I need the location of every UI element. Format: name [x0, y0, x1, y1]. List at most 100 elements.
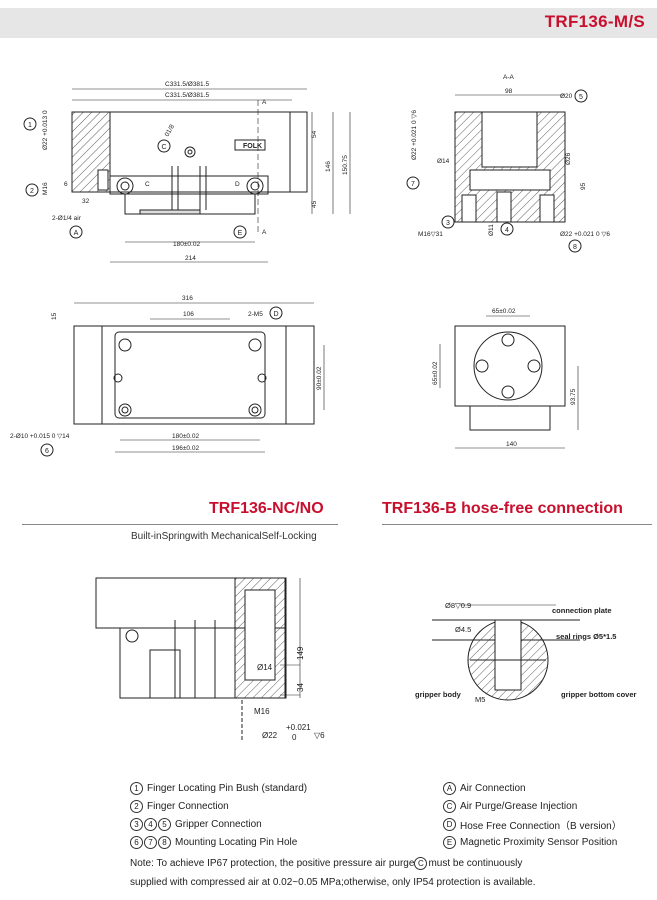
svg-text:3: 3	[446, 220, 450, 227]
drawing-plan-view	[73, 302, 325, 453]
drawing-front-view	[71, 88, 351, 263]
svg-text:65±0.02: 65±0.02	[432, 361, 439, 385]
legend-item: 3 4 5 Gripper Connection	[130, 815, 307, 833]
svg-text:connection plate: connection plate	[552, 606, 612, 615]
legend-item: 6 7 8 Mounting Locating Pin Hole	[130, 833, 307, 851]
legend-text: Air Purge/Grease Injection	[460, 800, 578, 812]
section-title-nc-no: TRF136-NC/NO	[209, 500, 324, 517]
svg-text:45: 45	[311, 200, 318, 208]
svg-text:140: 140	[506, 441, 517, 448]
callout-mark: D	[443, 817, 456, 831]
svg-text:5: 5	[579, 94, 583, 101]
legend-right: A Air Connection C Air Purge/Grease Inje…	[443, 779, 622, 851]
section-subtitle-nc-no: Built-inSpringwith MechanicalSelf-Lockin…	[131, 531, 317, 542]
note-text-2: must be continuously	[428, 858, 523, 870]
svg-text:180±0.02: 180±0.02	[173, 241, 200, 248]
svg-text:65±0.02: 65±0.02	[492, 308, 516, 315]
legend-item: D Hose Free Connection（B version）	[443, 815, 622, 833]
svg-text:Ø22 +0.021 0 ▽6: Ø22 +0.021 0 ▽6	[411, 110, 418, 160]
svg-text:32: 32	[82, 198, 90, 205]
callout-mark: 8	[158, 835, 171, 849]
drawing-hose-free	[432, 604, 580, 701]
svg-text:146: 146	[325, 161, 332, 172]
svg-text:196±0.02: 196±0.02	[172, 445, 199, 452]
svg-text:15: 15	[51, 312, 58, 320]
legend-text: Gripper Connection	[175, 818, 262, 830]
svg-text:A: A	[262, 229, 267, 236]
svg-text:149: 149	[296, 646, 305, 660]
svg-text:2-Ø10 +0.015 0 ▽14: 2-Ø10 +0.015 0 ▽14	[10, 433, 70, 440]
drawing-end-view	[439, 315, 579, 449]
svg-text:34: 34	[296, 683, 305, 692]
svg-text:gripper body: gripper body	[415, 690, 462, 699]
svg-text:150.75: 150.75	[342, 155, 349, 175]
svg-text:Ø14: Ø14	[437, 158, 450, 165]
svg-text:2-M5: 2-M5	[248, 311, 263, 318]
callout-mark: 4	[144, 817, 157, 831]
svg-text:93.75: 93.75	[570, 388, 577, 405]
svg-text:316: 316	[182, 295, 193, 302]
legend-text: Hose Free Connection（B version）	[460, 820, 622, 832]
legend-item: 1 Finger Locating Pin Bush (standard)	[130, 779, 307, 797]
note-text-1: Note: To achieve IP67 protection, the po…	[130, 858, 415, 870]
callout-mark: 5	[158, 817, 171, 831]
callout-mark: 7	[144, 835, 157, 849]
legend-text: Mounting Locating Pin Hole	[175, 836, 298, 848]
svg-text:▽6: ▽6	[314, 731, 325, 740]
svg-text:Ø22 +0.021 0 ▽6: Ø22 +0.021 0 ▽6	[560, 231, 610, 238]
svg-text:90±0.02: 90±0.02	[316, 366, 323, 390]
svg-text:E: E	[238, 230, 243, 237]
note-line-2: supplied with compressed air at 0.02~0.0…	[130, 877, 536, 888]
svg-text:95: 95	[580, 182, 587, 190]
legend-item: C Air Purge/Grease Injection	[443, 797, 622, 815]
svg-text:1: 1	[28, 122, 32, 129]
callout-mark: A	[443, 781, 456, 795]
legend-item: E Magnetic Proximity Sensor Position	[443, 833, 622, 851]
callout-mark: C	[443, 799, 456, 813]
svg-text:Ø22 +0.013 0: Ø22 +0.013 0	[42, 110, 49, 150]
callout-mark: 1	[130, 781, 143, 795]
note-line-1: Note: To achieve IP67 protection, the po…	[130, 857, 522, 870]
legend-item: 2 Finger Connection	[130, 797, 307, 815]
page-title: TRF136-M/S	[544, 12, 645, 31]
dim-c331-2: C331.5/Ø381.5	[165, 92, 209, 99]
callout-mark: 2	[130, 799, 143, 813]
legend-item: A Air Connection	[443, 779, 622, 797]
svg-text:gripper bottom cover: gripper bottom cover	[561, 690, 637, 699]
svg-text:A: A	[74, 230, 79, 237]
svg-text:Ø22: Ø22	[262, 731, 278, 740]
legend-text: Finger Locating Pin Bush (standard)	[147, 782, 308, 794]
rule-left	[22, 524, 338, 525]
svg-text:M16: M16	[42, 182, 49, 195]
svg-text:0: 0	[292, 733, 297, 742]
svg-text:6: 6	[64, 181, 68, 188]
svg-text:54: 54	[311, 130, 318, 138]
drawing-nc-no	[95, 577, 301, 740]
svg-text:7: 7	[411, 181, 415, 188]
svg-text:Ø26: Ø26	[565, 152, 572, 165]
header-bar	[0, 8, 657, 38]
callout-mark: 6	[130, 835, 143, 849]
rule-right	[382, 524, 652, 525]
callout-mark: 3	[130, 817, 143, 831]
legend-text: Finger Connection	[147, 800, 229, 812]
svg-text:seal rings Ø5*1.5: seal rings Ø5*1.5	[556, 632, 616, 641]
svg-text:Ø14: Ø14	[257, 663, 273, 672]
dim-c331-top: C331.5/Ø381.5	[165, 81, 209, 88]
svg-text:8: 8	[573, 244, 577, 251]
svg-text:4: 4	[505, 227, 509, 234]
svg-text:98: 98	[505, 88, 513, 95]
section-title-hose-free: TRF136-B hose-free connection	[382, 500, 623, 517]
svg-text:Ø4.5: Ø4.5	[455, 625, 471, 634]
svg-text:2: 2	[30, 188, 34, 195]
svg-text:Ø11: Ø11	[488, 224, 495, 236]
svg-text:Ø8▽0.9: Ø8▽0.9	[445, 601, 471, 610]
svg-text:180±0.02: 180±0.02	[172, 433, 199, 440]
legend-text: Air Connection	[460, 782, 526, 794]
svg-text:6: 6	[45, 448, 49, 455]
svg-text:M16: M16	[254, 707, 270, 716]
svg-text:M16▽31: M16▽31	[418, 231, 443, 238]
svg-text:M5: M5	[475, 695, 485, 704]
legend-text: Magnetic Proximity Sensor Position	[460, 836, 618, 848]
